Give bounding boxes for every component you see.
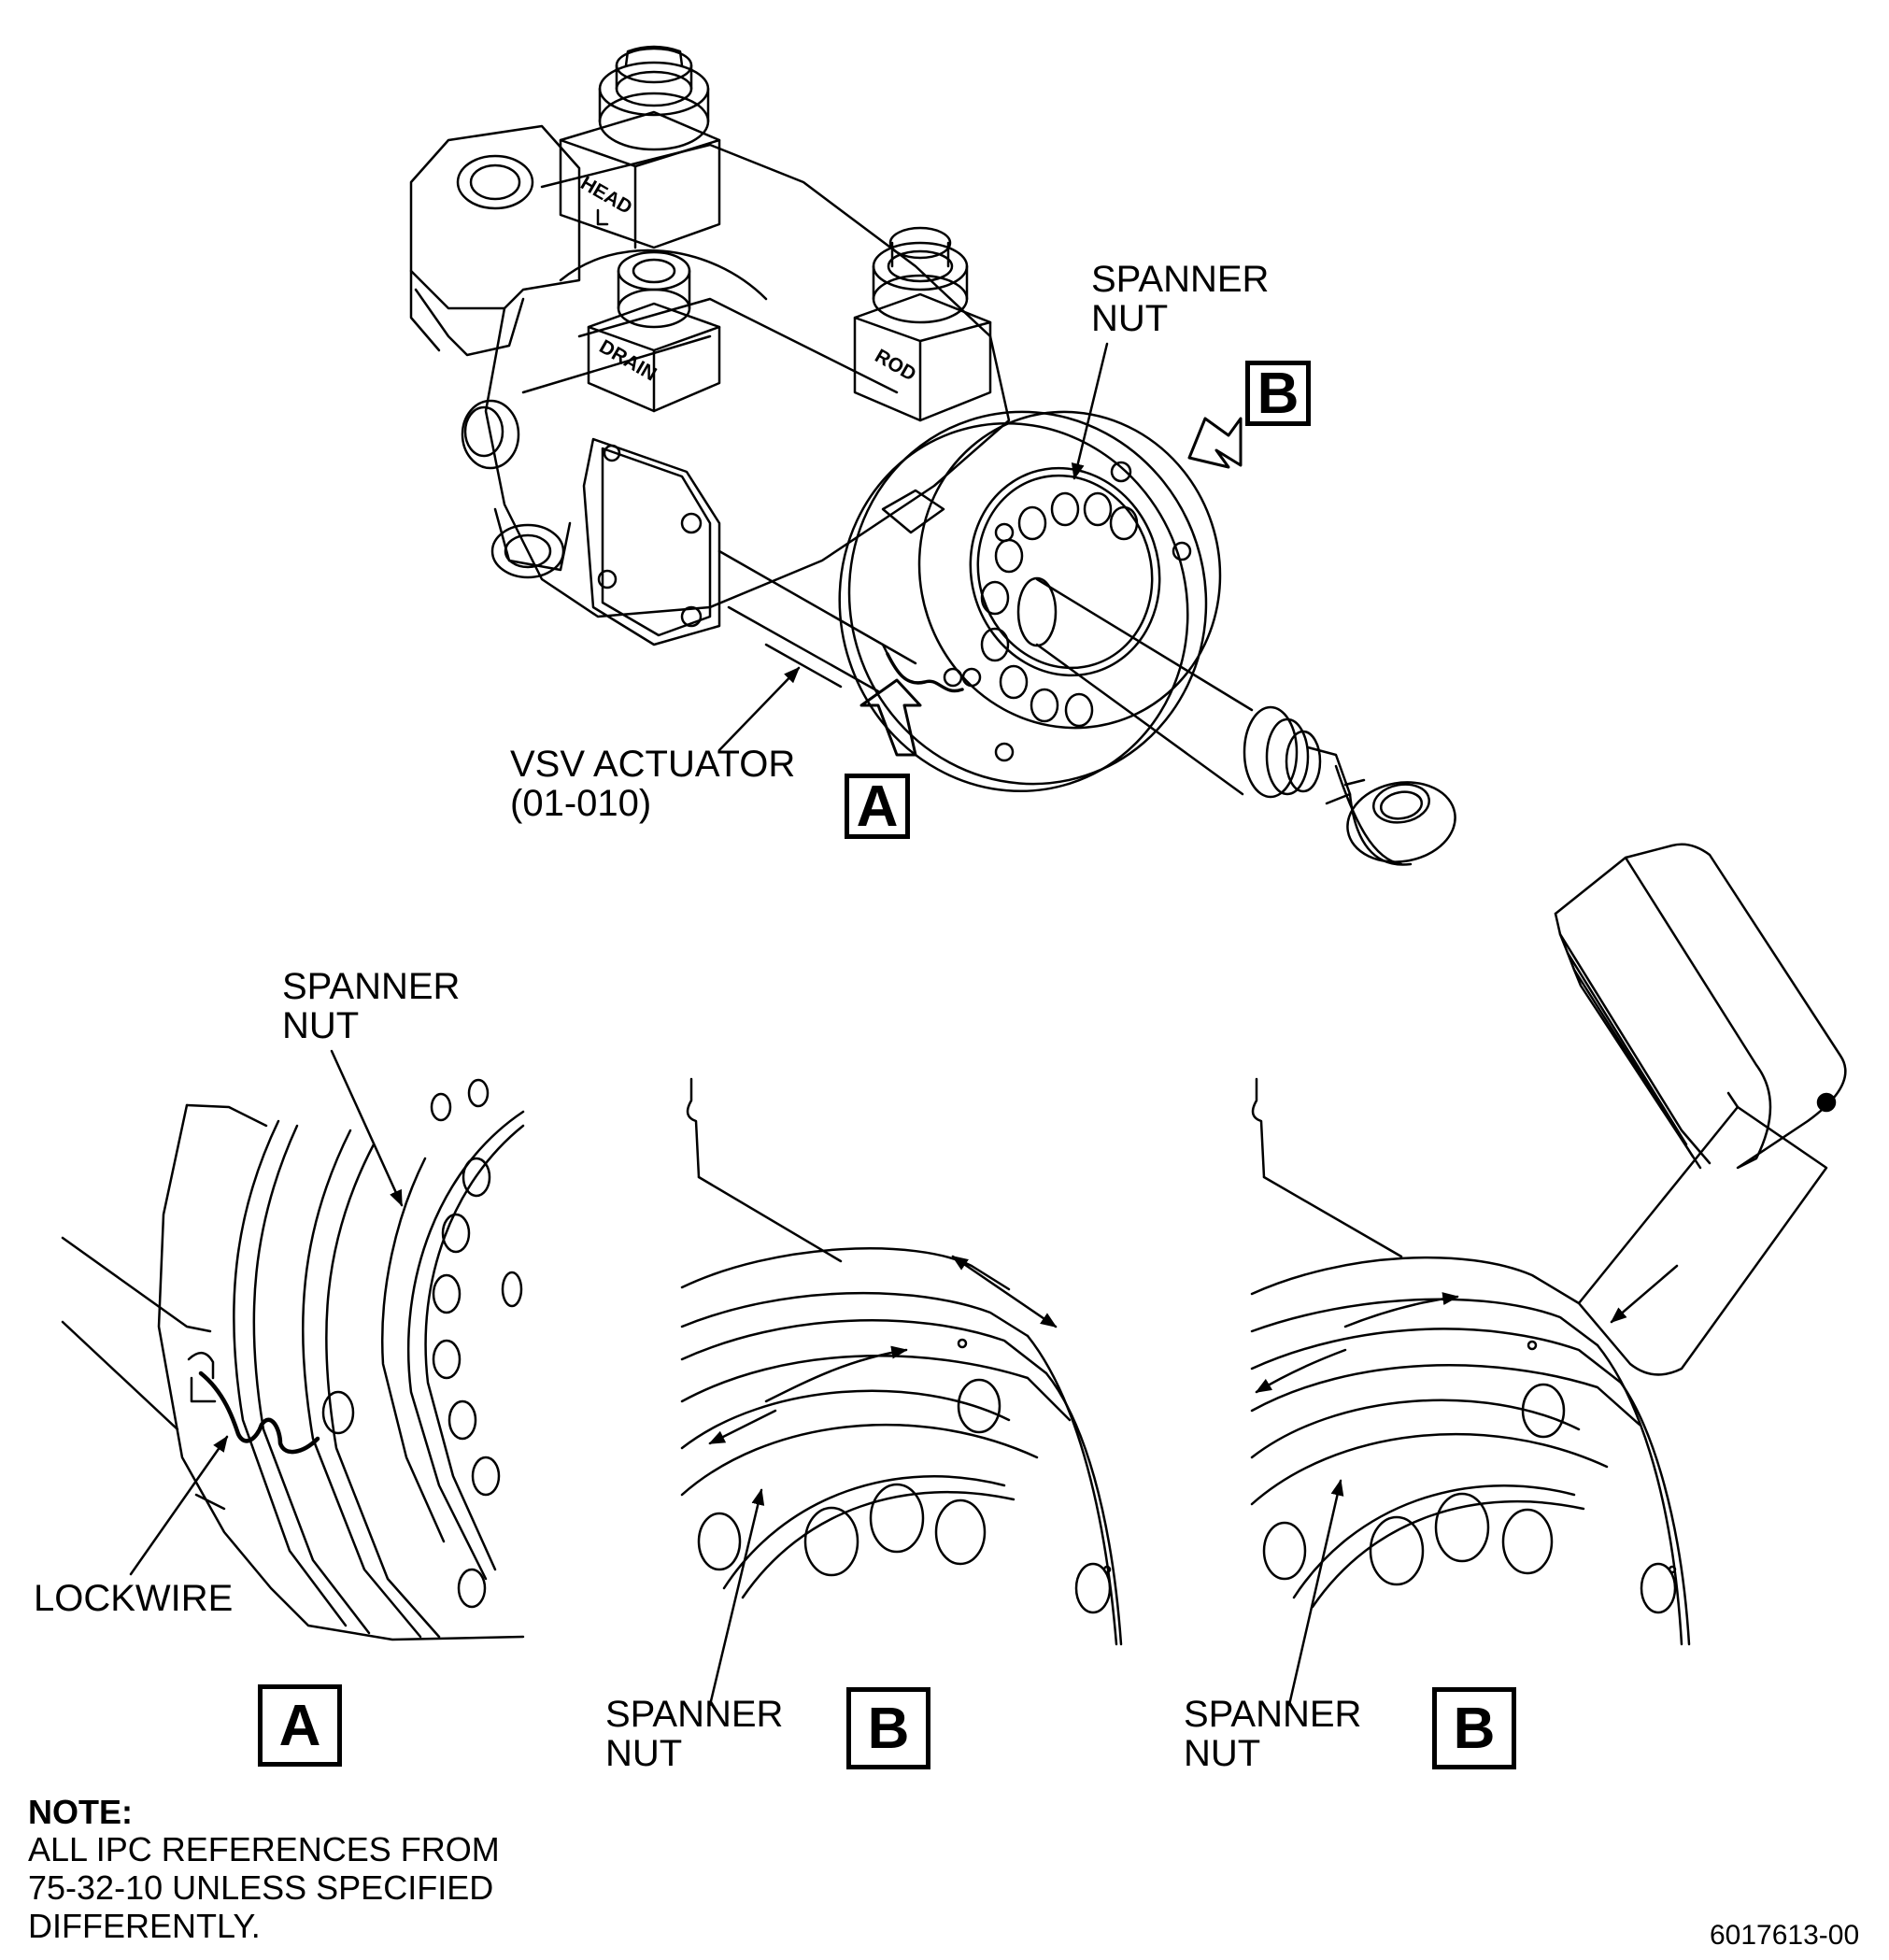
detail-b2-wrench-arrow [1610, 1264, 1679, 1324]
detail-b1-spanner-leader [708, 1488, 765, 1707]
top-view-b-box: B [1245, 361, 1311, 426]
spanner-nut-assembly [838, 410, 1222, 793]
top-vsv-actuator-label: VSV ACTUATOR (01-010) [510, 744, 796, 824]
spanner-nut-leader [1071, 342, 1109, 480]
detail-a-spanner-leader [330, 1049, 404, 1207]
detail-b2-rotation-arrow-right [1343, 1292, 1459, 1328]
note-heading: NOTE: [28, 1793, 133, 1831]
rod-port-fitting: ROD [853, 226, 992, 422]
detail-b1-spanner-nut-label: SPANNER NUT [605, 1694, 784, 1774]
head-port-fitting: HEAD [559, 45, 721, 249]
top-view-a-box: A [845, 774, 910, 839]
piston-rod [1016, 576, 1456, 866]
detail-b2-drawing [1250, 843, 1847, 1646]
note-text: ALL IPC REFERENCES FROM 75-32-10 UNLESS … [28, 1830, 500, 1945]
detail-b1-box: B [846, 1687, 930, 1769]
vsv-actuator-drawing [409, 124, 1011, 693]
detail-a-lockwire-leader [129, 1435, 229, 1576]
head-tag: HEAD [577, 172, 636, 219]
figure-number: 6017613-00 [1710, 1920, 1860, 1951]
detail-b1-rotation-arrow-out [764, 1345, 908, 1403]
detail-a-drawing [61, 1078, 525, 1641]
detail-b1-drawing [680, 1077, 1123, 1646]
detail-a-spanner-nut-label: SPANNER NUT [282, 966, 461, 1046]
detail-b2-spanner-nut-label: SPANNER NUT [1184, 1694, 1362, 1774]
vsv-actuator-leader [717, 666, 801, 752]
top-spanner-nut-label: SPANNER NUT [1091, 259, 1270, 339]
drain-port-fitting: DRAIN [587, 250, 721, 413]
detail-b2-box: B [1432, 1687, 1516, 1769]
detail-b2-spanner-leader [1287, 1479, 1344, 1707]
view-b-arrow [1187, 417, 1243, 469]
detail-b1-rotation-arrow-back [708, 1409, 777, 1445]
drain-tag: DRAIN [596, 335, 660, 385]
detail-a-lockwire-label: LOCKWIRE [34, 1578, 234, 1619]
rod-tag: ROD [872, 345, 920, 385]
view-a-arrow [859, 678, 922, 757]
detail-b1-double-arrow [951, 1255, 1058, 1328]
detail-a-box: A [258, 1684, 342, 1767]
detail-b2-rotation-arrow-left [1255, 1348, 1347, 1394]
